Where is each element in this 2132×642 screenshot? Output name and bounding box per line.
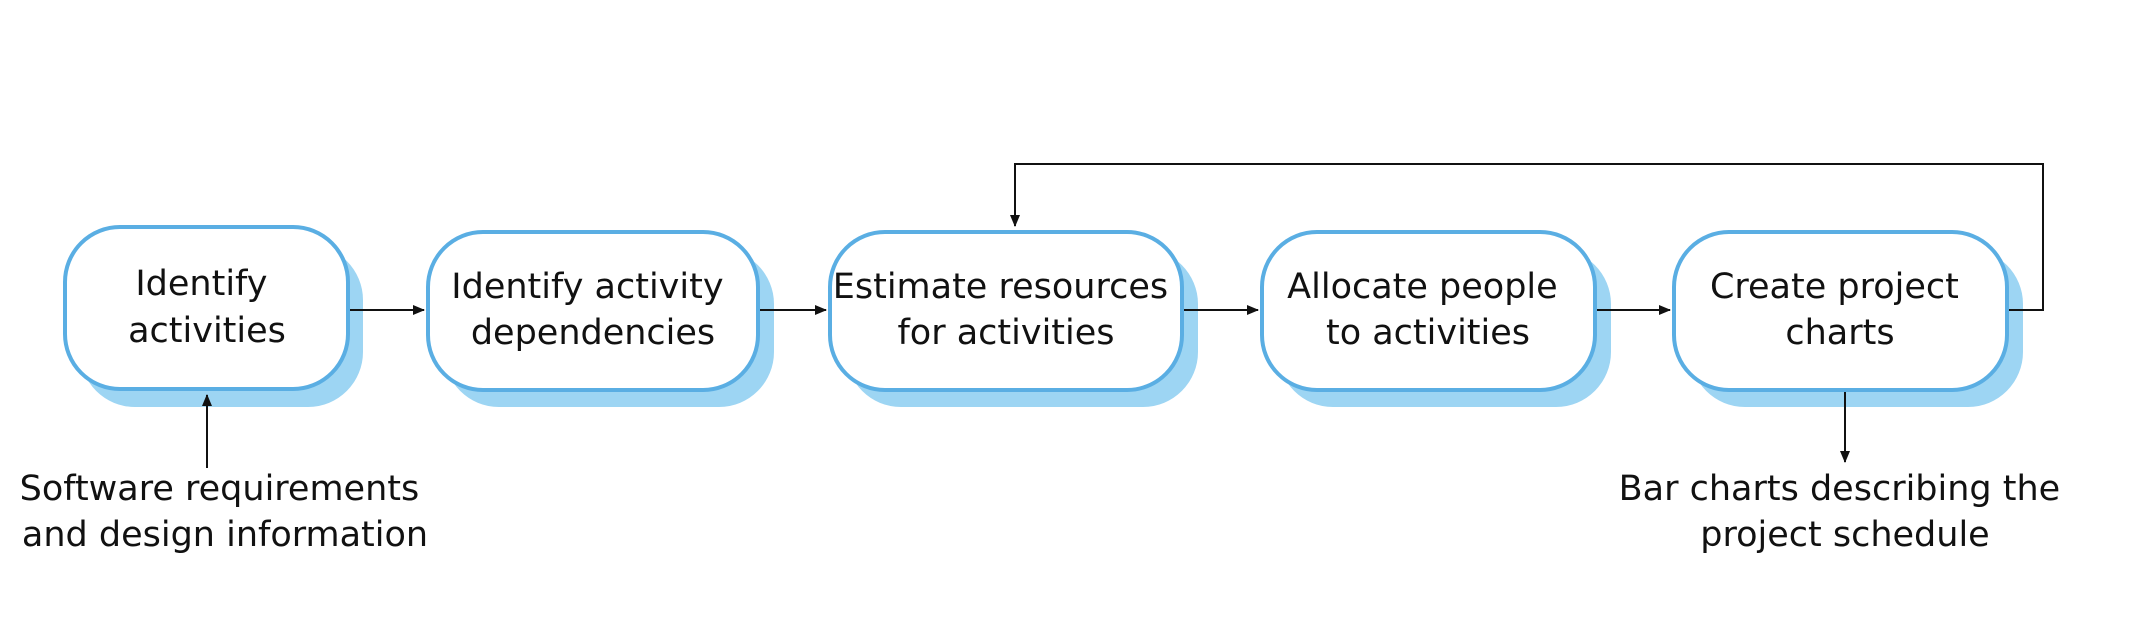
node-box	[63, 225, 350, 391]
node-label-line: Estimate resources	[833, 267, 1168, 307]
node-create-project-charts: Create project charts	[1672, 230, 2023, 407]
node-label-line: for activities	[897, 313, 1114, 353]
node-box	[828, 230, 1184, 392]
output-label-line: Bar charts describing the	[1619, 469, 2061, 509]
node-label-line: charts	[1785, 313, 1894, 353]
node-estimate-resources: Estimate resources for activities	[828, 230, 1198, 407]
node-allocate-people: Allocate people to activities	[1260, 230, 1611, 407]
node-box	[1672, 230, 2009, 392]
svg-text:Allocate people to activ: Allocate people to activities	[1287, 267, 1569, 353]
svg-text:Create project charts: Create project charts	[1710, 267, 1970, 353]
node-label-line: dependencies	[471, 313, 715, 353]
svg-text:Identify activity depend: Identify activity dependencies	[451, 267, 734, 353]
node-identify-activity-dependencies: Identify activity dependencies	[426, 230, 774, 407]
node-identify-activities: Identify activities	[63, 225, 363, 407]
node-label-line: activities	[128, 311, 286, 351]
feedback-arrow-5-to-3	[1010, 163, 2044, 311]
input-label: Software requirements and design informa…	[20, 469, 431, 555]
input-label-line: and design information	[22, 515, 428, 555]
node-label-line: Identify	[135, 264, 267, 304]
node-box	[1260, 230, 1597, 392]
node-label-line: to activities	[1326, 313, 1530, 353]
svg-text:Estimate resources for a: Estimate resources for activities	[833, 267, 1179, 353]
output-label-line: project schedule	[1700, 515, 1989, 555]
node-box	[426, 230, 760, 392]
node-label-line: Allocate people	[1287, 267, 1558, 307]
output-label: Bar charts describing the project schedu…	[1619, 469, 2072, 555]
input-label-line: Software requirements	[20, 469, 420, 509]
node-label-line: Identify activity	[451, 267, 723, 307]
node-label-line: Create project	[1710, 267, 1959, 307]
svg-text:Identify activities: Identify activities	[128, 264, 286, 351]
